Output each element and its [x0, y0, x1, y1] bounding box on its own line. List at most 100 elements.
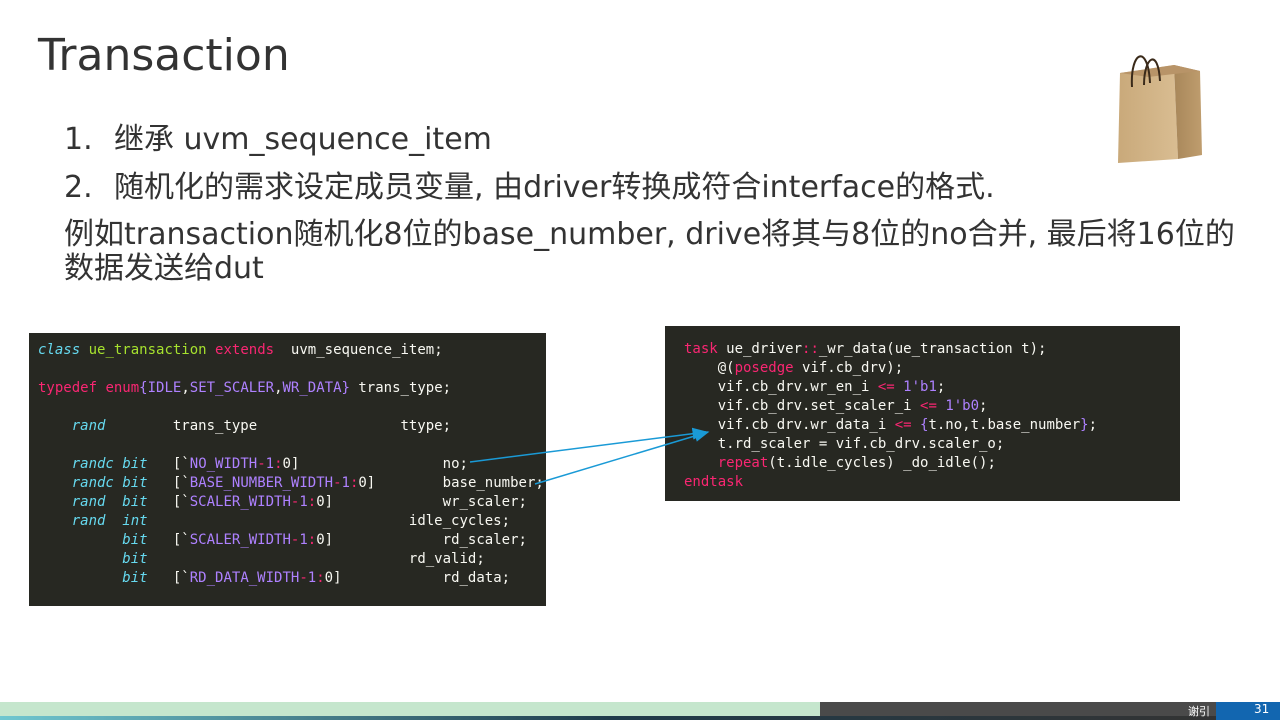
code-token: IDLE	[147, 380, 182, 396]
code-token: endtask	[684, 474, 744, 490]
code-token: 1	[307, 570, 317, 586]
code-token: SET_SCALER	[189, 380, 275, 396]
code-token: idle_cycles;	[147, 513, 511, 529]
code-token: :	[307, 532, 317, 548]
code-line: task ue_driver::_wr_data(ue_transaction …	[684, 340, 1180, 359]
code-token	[38, 494, 72, 510]
code-token: [`	[147, 475, 190, 491]
code-token	[105, 494, 122, 510]
code-token: vif.cb_drv.wr_en_i	[684, 379, 878, 395]
code-token	[38, 513, 72, 529]
driver-code-block: task ue_driver::_wr_data(ue_transaction …	[665, 326, 1180, 501]
code-token: ;	[979, 398, 988, 414]
code-token: <=	[920, 398, 937, 414]
code-token: 1'b1	[903, 379, 937, 395]
code-token: rd_valid;	[147, 551, 485, 567]
code-token: vif.cb_drv);	[793, 360, 904, 376]
code-token: -	[290, 532, 300, 548]
code-token: bit	[122, 494, 148, 510]
code-token: posedge	[734, 360, 794, 376]
code-token: SCALER_WIDTH	[189, 532, 291, 548]
code-token: BASE_NUMBER_WIDTH	[189, 475, 334, 491]
bullet-list: 1. 继承 uvm_sequence_item 2. 随机化的需求设定成员变量,…	[64, 116, 1254, 286]
shopping-bag-icon	[1118, 55, 1202, 163]
code-token: class	[38, 342, 81, 358]
code-token: repeat	[717, 455, 769, 471]
code-token: trans_type;	[349, 380, 452, 396]
code-token: 1	[299, 494, 308, 510]
footer-bar	[0, 702, 1280, 720]
code-token: [`	[147, 456, 190, 472]
code-token: ::	[802, 341, 819, 357]
code-line	[38, 398, 546, 417]
code-token	[38, 475, 72, 491]
code-token: task	[684, 341, 718, 357]
code-token: randc	[71, 475, 114, 491]
bullet-number: 2.	[64, 170, 93, 205]
bullet-text: 继承 uvm_sequence_item	[114, 122, 492, 157]
code-token: extends	[215, 342, 275, 358]
code-token	[38, 532, 122, 548]
bullet-text: 随机化的需求设定成员变量, 由driver转换成符合interface的格式.	[114, 170, 995, 205]
code-line: randc bit [`NO_WIDTH-1:0] no;	[38, 455, 546, 474]
code-token: ue_driver	[717, 341, 803, 357]
code-line: class ue_transaction extends uvm_sequenc…	[38, 341, 546, 360]
code-line: vif.cb_drv.wr_data_i <= {t.no,t.base_num…	[684, 416, 1180, 435]
code-token: 1	[299, 532, 308, 548]
example-paragraph: 例如transaction随机化8位的base_number, drive将其与…	[64, 217, 1235, 286]
code-line: randc bit [`BASE_NUMBER_WIDTH-1:0] base_…	[38, 474, 546, 493]
code-line: bit [`RD_DATA_WIDTH-1:0] rd_data;	[38, 569, 546, 588]
code-token: _wr_data(ue_transaction t);	[818, 341, 1047, 357]
code-token: SCALER_WIDTH	[189, 494, 291, 510]
code-token: rand	[71, 418, 106, 434]
code-token: typedef	[38, 380, 98, 396]
code-token: bit	[122, 475, 148, 491]
code-token	[895, 379, 903, 395]
code-line: vif.cb_drv.wr_en_i <= 1'b1;	[684, 378, 1180, 397]
code-token: }	[1080, 417, 1089, 433]
code-token: 1'b0	[945, 398, 980, 414]
code-line: repeat(t.idle_cycles) _do_idle();	[684, 454, 1180, 473]
bullet-item: 1. 继承 uvm_sequence_item	[64, 116, 1254, 164]
code-token: }	[341, 380, 350, 396]
code-token: -	[299, 570, 308, 586]
code-token: @(	[684, 360, 735, 376]
code-line: rand int idle_cycles;	[38, 512, 546, 531]
code-token: [`	[147, 532, 190, 548]
code-token: trans_type ttype;	[105, 418, 452, 434]
code-line: @(posedge vif.cb_drv);	[684, 359, 1180, 378]
code-token: :	[274, 456, 283, 472]
code-line: bit rd_valid;	[38, 550, 546, 569]
code-line: endtask	[684, 473, 1180, 492]
code-token: 0] no;	[282, 456, 468, 472]
code-line: t.rd_scaler = vif.cb_drv.scaler_o;	[684, 435, 1180, 454]
code-token	[207, 342, 215, 358]
code-token: ue_transaction	[88, 342, 207, 358]
code-token: bit	[122, 456, 148, 472]
code-token: -	[257, 456, 266, 472]
code-token: <=	[894, 417, 912, 433]
code-line: bit [`SCALER_WIDTH-1:0] rd_scaler;	[38, 531, 546, 550]
code-token: NO_WIDTH	[189, 456, 258, 472]
code-token: 0] wr_scaler;	[316, 494, 527, 510]
bullet-number: 1.	[64, 122, 93, 157]
code-token: vif.cb_drv.wr_data_i	[684, 417, 895, 433]
code-line	[38, 360, 546, 379]
code-token: randc	[71, 456, 114, 472]
code-token: -	[290, 494, 300, 510]
page-number: 31	[1254, 702, 1270, 716]
code-token: rand	[71, 513, 106, 529]
code-line: rand bit [`SCALER_WIDTH-1:0] wr_scaler;	[38, 493, 546, 512]
code-token: bit	[122, 551, 148, 567]
code-token: uvm_sequence_item;	[274, 342, 443, 358]
code-token: WR_DATA	[282, 380, 342, 396]
code-token: RD_DATA_WIDTH	[189, 570, 300, 586]
code-token	[38, 456, 72, 472]
code-line	[38, 436, 546, 455]
code-token: 0] rd_data;	[324, 570, 511, 586]
code-token: ,	[181, 380, 190, 396]
code-token: <=	[877, 379, 895, 395]
bullet-item: 2. 随机化的需求设定成员变量, 由driver转换成符合interface的格…	[64, 164, 1254, 212]
code-token: rand	[71, 494, 106, 510]
code-token	[80, 342, 88, 358]
